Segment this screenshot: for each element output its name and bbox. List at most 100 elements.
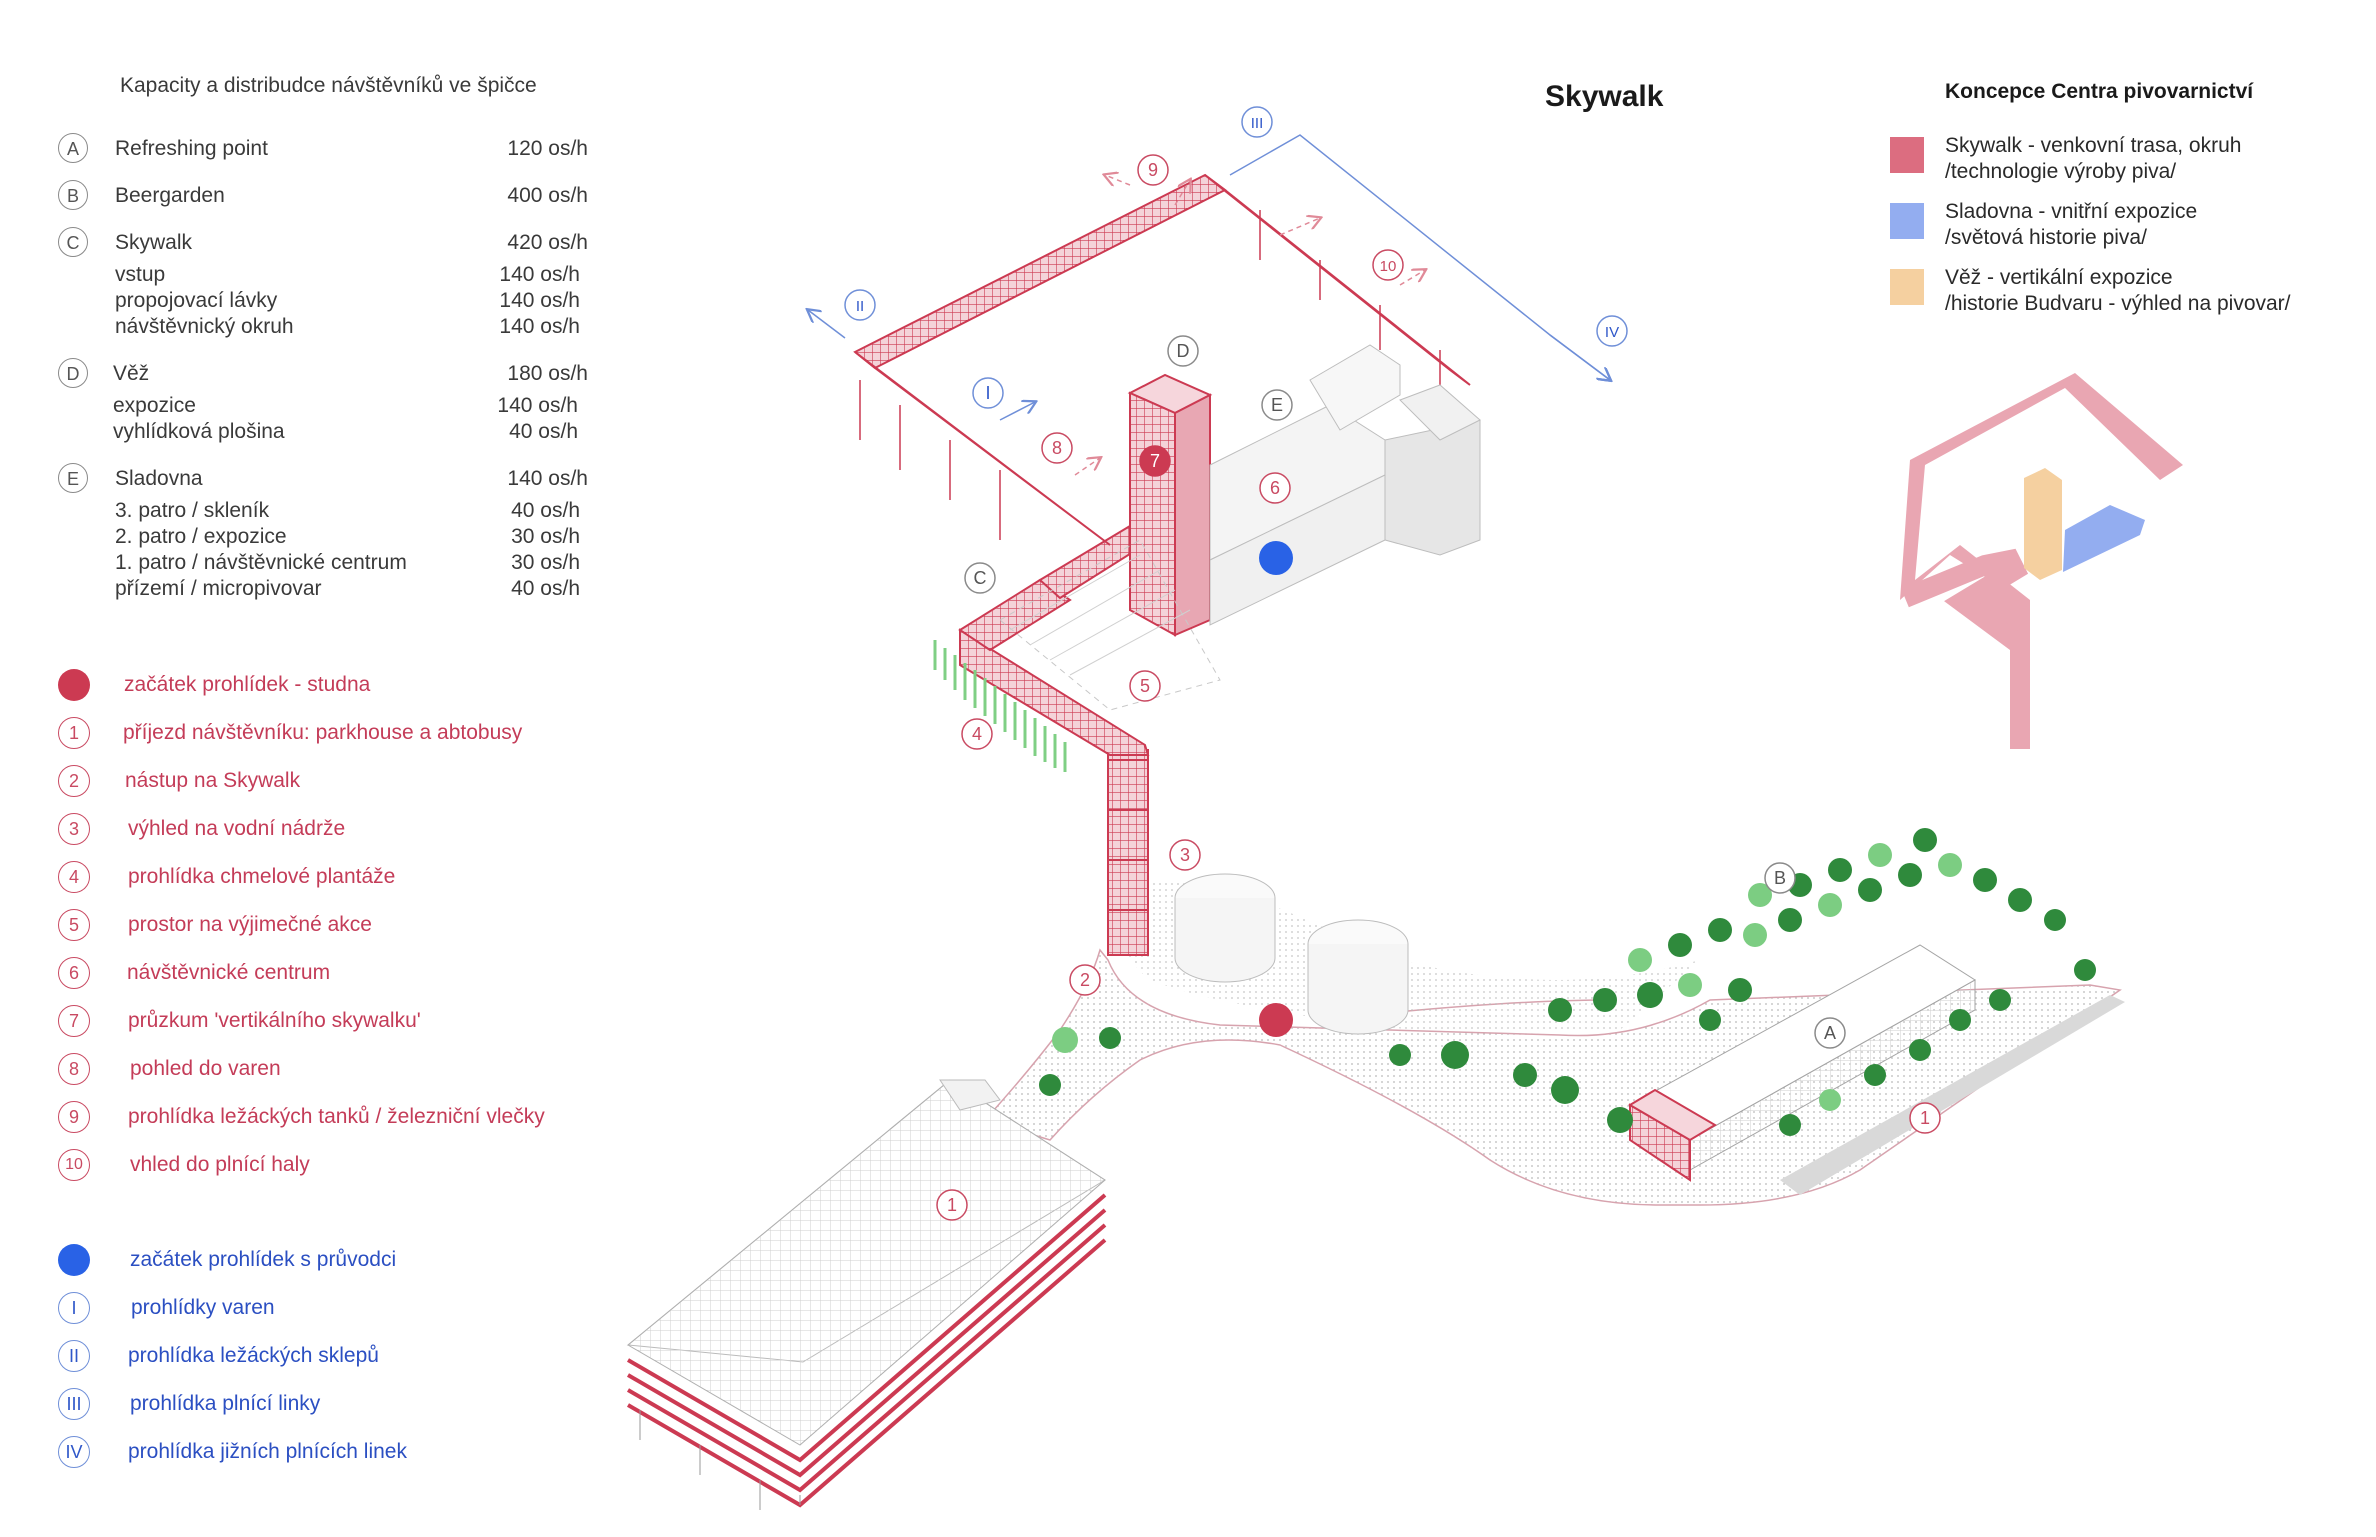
capacity-sub-value: 30 os/h: [511, 525, 580, 548]
legend-text: vhled do plnící haly: [130, 1153, 310, 1176]
water-tanks: [1174, 873, 1409, 1035]
marker-d: D: [58, 358, 88, 388]
capacity-name: Beergarden: [115, 184, 225, 207]
map-marker-4: 4: [961, 718, 993, 750]
legend-text: začátek prohlídek - studna: [124, 673, 371, 696]
map-marker-label: 10: [1380, 258, 1397, 275]
guide-marker: III: [58, 1388, 90, 1420]
route-marker: 6: [58, 957, 90, 989]
guide-marker: IV: [58, 1436, 90, 1468]
map-marker-B: B: [1764, 862, 1796, 894]
guide-marker: I: [58, 1292, 90, 1324]
legend-text: výhled na vodní nádrže: [128, 817, 346, 840]
map-marker-label: II: [856, 298, 864, 315]
concept-text: Věž - vertikální expozice/historie Budva…: [1945, 265, 2291, 317]
route-marker: 7: [58, 1005, 90, 1037]
legend-text: prohlídka ležáckých sklepů: [128, 1344, 379, 1367]
capacity-name: Věž: [113, 362, 150, 385]
map-marker-1: 1: [1909, 1102, 1941, 1134]
swatch-vez: [1890, 269, 1924, 305]
legend-text: prostor na výjimečné akce: [128, 913, 372, 936]
route-marker: 2: [58, 765, 90, 797]
map-marker-label: 7: [1150, 451, 1160, 471]
capacity-value: 120 os/h: [507, 137, 588, 160]
map-marker-7: 7: [1139, 445, 1171, 477]
concept-line2: /technologie výroby piva/: [1945, 160, 2177, 183]
skywalk-structure: [853, 173, 1471, 956]
concept-line2: /světová historie piva/: [1945, 226, 2147, 249]
concept-line2: /historie Budvaru - výhled na pivovar/: [1945, 292, 2291, 315]
capacity-sub-name: vstup: [115, 263, 166, 286]
map-marker-label: 1: [1920, 1108, 1930, 1128]
map-marker-label: I: [985, 383, 990, 403]
capacity-sub-value: 40 os/h: [509, 420, 578, 443]
route-marker: 8: [58, 1053, 90, 1085]
capacity-sub-name: vyhlídková plošina: [113, 420, 285, 443]
capacity-name: Sladovna: [115, 467, 203, 490]
guided-arrows: [808, 134, 1610, 421]
concept-text: Skywalk - venkovní trasa, okruh/technolo…: [1945, 133, 2241, 185]
concept-title: Koncepce Centra pivovarnictví: [1945, 80, 2254, 103]
capacity-sub-name: 3. patro / skleník: [115, 499, 270, 522]
capacity-row-c: C Skywalk 420 os/h: [58, 227, 588, 259]
map-marker-label: III: [1251, 115, 1264, 132]
refreshing-point: [1628, 944, 1976, 1182]
concept-line1: Věž - vertikální expozice: [1945, 266, 2173, 289]
capacity-name: Refreshing point: [115, 137, 268, 160]
map-marker-label: IV: [1605, 324, 1619, 341]
start-dot-blue-map: [1259, 541, 1293, 575]
map-marker-3: 3: [1169, 839, 1201, 871]
legend-text: návštěvnické centrum: [127, 961, 331, 984]
guide-marker: II: [58, 1340, 90, 1372]
malthouse: [1209, 344, 1481, 626]
legend-text: nástup na Skywalk: [125, 769, 301, 792]
capacity-row-a: A Refreshing point 120 os/h: [58, 133, 588, 165]
capacity-sub-row: vyhlídková plošina 40 os/h: [113, 420, 578, 444]
capacity-sub-row: vstup 140 os/h: [115, 263, 580, 287]
map-marker-9: 9: [1137, 154, 1169, 186]
map-marker-label: 2: [1080, 970, 1090, 990]
legend-text: začátek prohlídek s průvodci: [130, 1248, 397, 1271]
legend-text: pohled do varen: [130, 1057, 281, 1080]
start-dot-red: [58, 669, 90, 701]
map-marker-C: C: [964, 562, 996, 594]
capacity-sub-value: 140 os/h: [497, 394, 578, 417]
map-marker-A: A: [1814, 1017, 1846, 1049]
start-dot-red-map: [1259, 1003, 1293, 1037]
map-marker-label: D: [1177, 341, 1190, 361]
map-marker-label: 4: [972, 724, 982, 744]
capacity-value: 400 os/h: [507, 184, 588, 207]
map-marker-label: 5: [1140, 676, 1150, 696]
capacity-name: Skywalk: [115, 231, 193, 254]
capacity-sub-value: 40 os/h: [511, 499, 580, 522]
capacity-row-e: E Sladovna 140 os/h: [58, 463, 588, 495]
capacity-sub-name: přízemí / micropivovar: [115, 577, 322, 600]
event-space: [999, 539, 1221, 711]
capacity-sub-value: 140 os/h: [499, 315, 580, 338]
hop-plantation: [933, 640, 1067, 772]
capacity-sub-value: 140 os/h: [499, 289, 580, 312]
concept-text: Sladovna - vnitřní expozice/světová hist…: [1945, 199, 2197, 251]
map-marker-I: I: [972, 377, 1004, 409]
capacity-sub-value: 40 os/h: [511, 577, 580, 600]
route-marker: 9: [58, 1101, 90, 1133]
capacity-value: 420 os/h: [507, 231, 588, 254]
legend-text: průzkum 'vertikálního skywalku': [128, 1009, 421, 1032]
marker-e: E: [58, 463, 88, 493]
trees: [1039, 828, 2096, 1136]
map-marker-label: B: [1774, 868, 1786, 888]
capacity-value: 140 os/h: [507, 467, 588, 490]
map-marker-III: III: [1241, 106, 1273, 138]
route-marker: 1: [58, 717, 90, 749]
swatch-sladovna: [1890, 203, 1924, 239]
capacity-sub-value: 140 os/h: [499, 263, 580, 286]
map-marker-2: 2: [1069, 964, 1101, 996]
map-marker-label: A: [1824, 1023, 1836, 1043]
map-marker-label: 1: [947, 1195, 957, 1215]
road: [1780, 995, 2125, 1195]
